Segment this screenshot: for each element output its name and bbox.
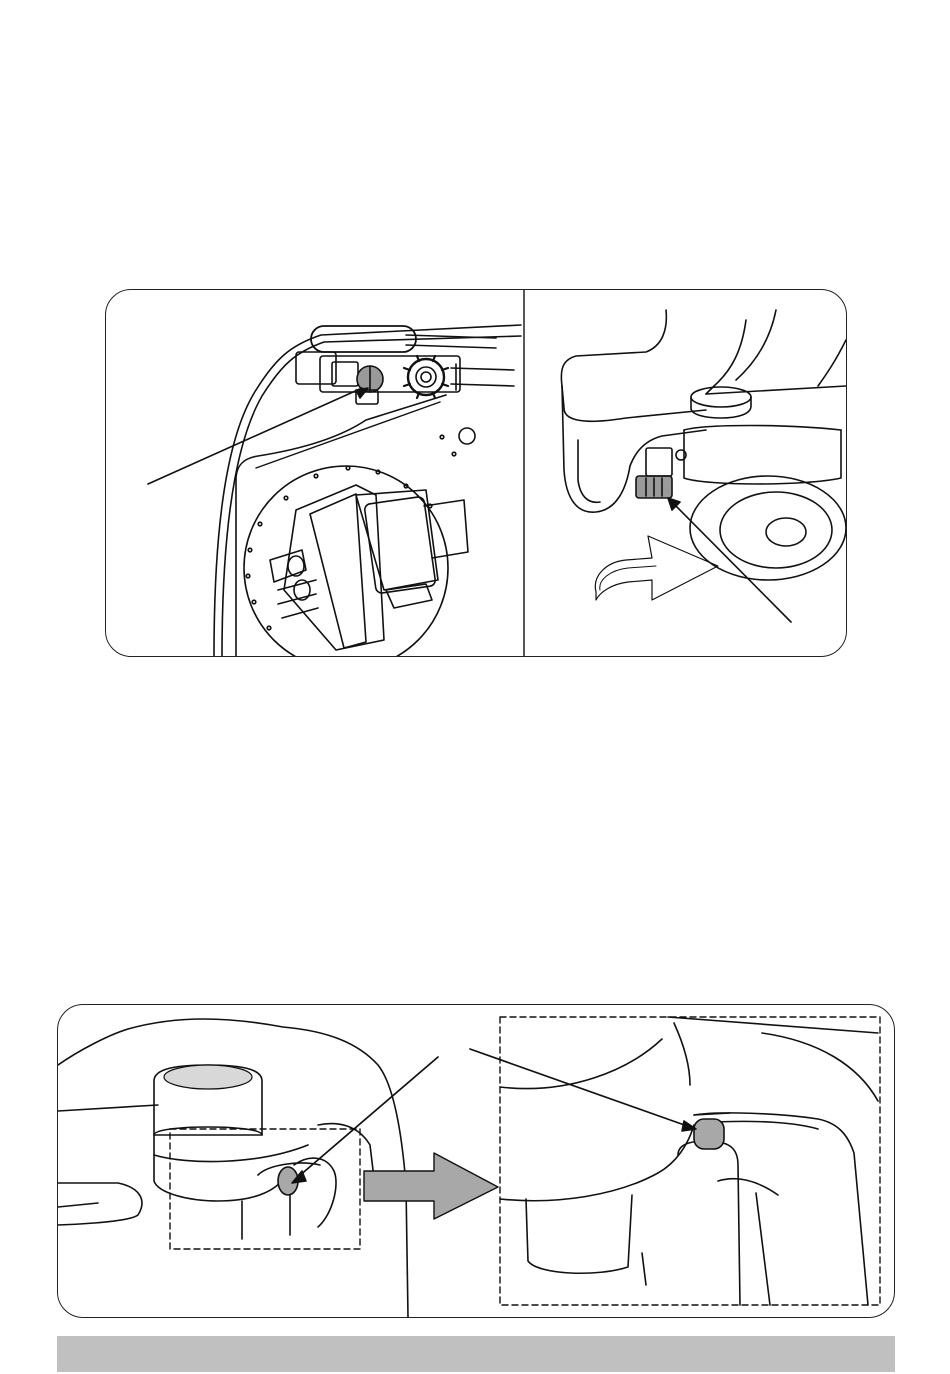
top-illustration-panel — [105, 289, 847, 657]
underside-latch-view — [561, 310, 846, 622]
bottom-illustration — [58, 1005, 894, 1317]
drain-valve-view — [148, 325, 521, 656]
bottom-illustration-panel — [57, 1004, 895, 1318]
post-tab-zoom — [694, 1119, 724, 1149]
top-illustration — [106, 290, 846, 656]
reservoir-overview-view — [58, 1019, 438, 1317]
gear-icon — [408, 359, 444, 395]
curved-arrow-icon — [595, 536, 718, 600]
block-arrow-icon — [364, 1153, 498, 1219]
footer-bar — [57, 1336, 895, 1372]
reservoir-zoom-view — [470, 1017, 880, 1305]
